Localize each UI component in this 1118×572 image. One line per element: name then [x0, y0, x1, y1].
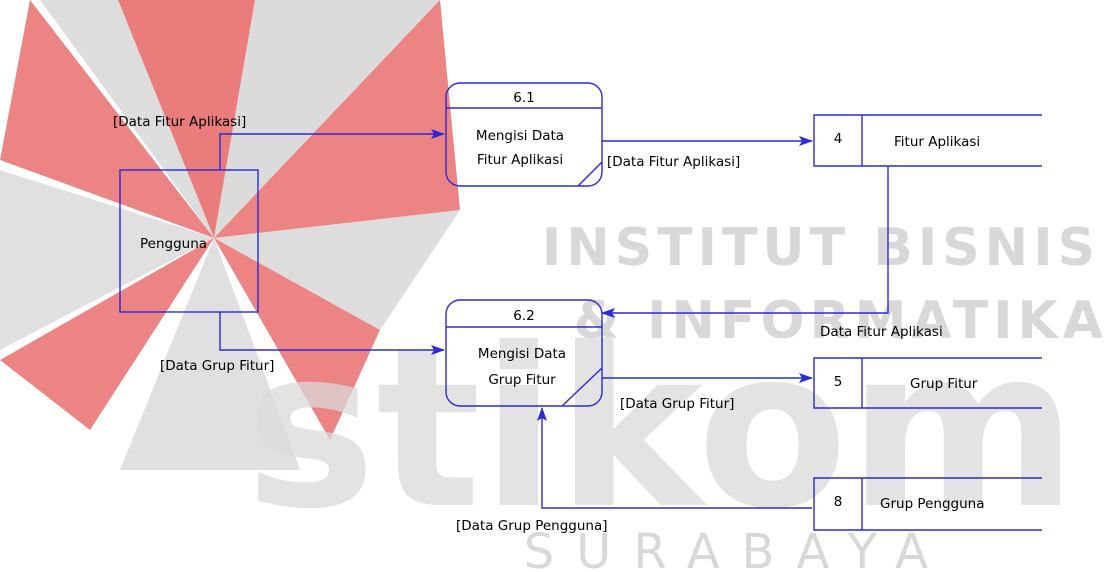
entity-label: Pengguna	[140, 236, 207, 252]
data-store-8[interactable]: 8 Grup Pengguna	[813, 477, 1042, 531]
store-name: Fitur Aplikasi	[894, 134, 980, 150]
logo-star-icon	[0, 0, 460, 470]
flow-pengguna-to-6-2[interactable]	[219, 312, 445, 355]
flow-label-store-4-to-6-2: Data Fitur Aplikasi	[820, 324, 943, 340]
process-6-1[interactable]: 6.1 Mengisi Data Fitur Aplikasi	[445, 82, 603, 187]
store-id: 5	[834, 374, 843, 390]
watermark-line1: INSTITUT BISNIS	[542, 218, 1100, 278]
process-label-line1: Mengisi Data	[478, 346, 566, 362]
flow-label-pengguna-to-6-2: [Data Grup Fitur]	[160, 358, 274, 374]
process-label-line2: Grup Fitur	[488, 372, 556, 388]
store-name: Grup Pengguna	[880, 496, 984, 512]
store-id: 4	[834, 131, 843, 147]
flow-labels: [Data Fitur Aplikasi] [Data Fitur Aplika…	[113, 114, 943, 534]
process-label-line2: Fitur Aplikasi	[477, 152, 563, 168]
flow-label-store-8-to-6-2: [Data Grup Pengguna]	[456, 518, 608, 534]
store-id: 8	[834, 494, 843, 510]
store-name: Grup Fitur	[910, 376, 978, 392]
flow-label-6-2-to-store-5: [Data Grup Fitur]	[620, 396, 734, 412]
data-flows	[219, 129, 889, 509]
flow-pengguna-to-6-1[interactable]	[219, 129, 445, 170]
flow-store-8-to-6-2[interactable]	[537, 407, 812, 509]
data-store-4[interactable]: 4 Fitur Aplikasi	[813, 114, 1042, 167]
flow-label-pengguna-to-6-1: [Data Fitur Aplikasi]	[113, 114, 246, 130]
process-label-line1: Mengisi Data	[476, 128, 564, 144]
external-entity-pengguna[interactable]: Pengguna	[119, 169, 259, 313]
watermark-logo: stikom	[245, 301, 1077, 557]
data-store-5[interactable]: 5 Grup Fitur	[813, 357, 1042, 409]
flow-label-6-1-to-store-4: [Data Fitur Aplikasi]	[607, 154, 740, 170]
process-id: 6.2	[513, 308, 534, 324]
flow-store-4-to-6-2[interactable]	[601, 166, 889, 318]
process-id: 6.1	[513, 90, 534, 106]
watermark-line2: & INFORMATIKA	[574, 291, 1108, 351]
watermark-line3: SURABAYA	[524, 524, 950, 572]
process-6-2[interactable]: 6.2 Mengisi Data Grup Fitur	[445, 299, 603, 407]
